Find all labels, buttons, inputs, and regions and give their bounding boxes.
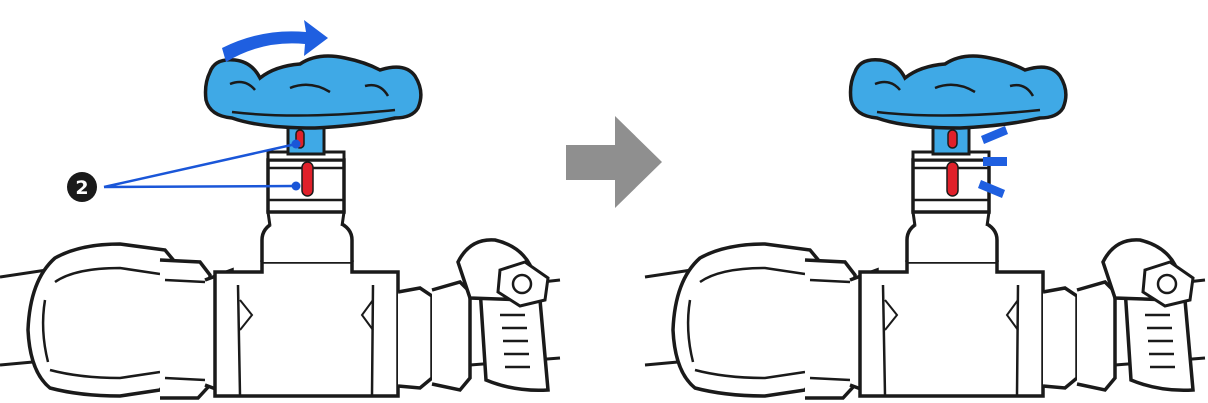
valve-before: 2 bbox=[0, 20, 560, 398]
leader-endpoint-stem bbox=[292, 140, 301, 149]
leader-endpoint-nut bbox=[292, 182, 301, 191]
valve-after bbox=[645, 56, 1205, 398]
nut-indicator-mark bbox=[302, 162, 313, 196]
nut-indicator-mark-aligned bbox=[947, 162, 958, 196]
rotation-arrow bbox=[222, 20, 328, 62]
valve-handle-before bbox=[206, 56, 421, 154]
callout-number: 2 bbox=[75, 177, 88, 199]
callout-badge: 2 bbox=[67, 172, 97, 202]
progression-arrow bbox=[566, 116, 662, 208]
stem-indicator-mark-aligned bbox=[948, 130, 957, 148]
valve-handle-after bbox=[851, 56, 1066, 154]
